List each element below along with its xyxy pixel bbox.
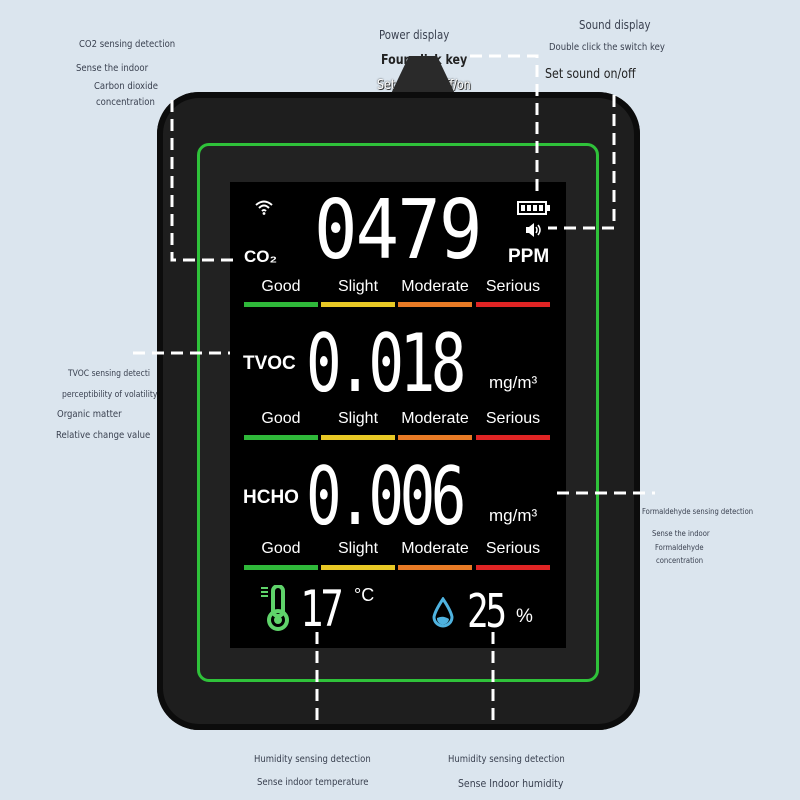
level-bar-slight bbox=[321, 435, 395, 440]
co2-annotation-title: CO2 sensing detection bbox=[79, 39, 176, 50]
temperature-value: 17 bbox=[300, 580, 344, 638]
level-bar-serious bbox=[476, 435, 550, 440]
hcho-annotation-line: Formaldehyde bbox=[655, 543, 704, 552]
level-bar-moderate bbox=[398, 302, 472, 307]
power-callout-line bbox=[470, 54, 539, 198]
sound-annotation-key: Double click the switch key bbox=[549, 42, 665, 53]
level-label-serious: Serious bbox=[485, 540, 541, 557]
level-label-serious: Serious bbox=[485, 410, 541, 427]
humidity-annotation-line: Sense Indoor humidity bbox=[458, 777, 564, 790]
co2-value: 0479 bbox=[314, 183, 483, 278]
sound-annotation-title: Sound display bbox=[579, 18, 651, 32]
hcho-annotation-line: Sense the indoor bbox=[652, 529, 710, 538]
speaker-icon[interactable] bbox=[525, 223, 543, 237]
level-label-moderate: Moderate bbox=[401, 410, 469, 427]
level-bar-moderate bbox=[398, 435, 472, 440]
lcd-screen bbox=[230, 182, 566, 648]
level-bar-serious bbox=[476, 565, 550, 570]
hcho-annotation-line: concentration bbox=[656, 556, 704, 565]
level-label-serious: Serious bbox=[485, 278, 541, 295]
co2-callout-line bbox=[170, 100, 240, 262]
co2-label: CO₂ bbox=[244, 247, 278, 266]
level-label-moderate: Moderate bbox=[401, 278, 469, 295]
hcho-unit: mg/m³ bbox=[489, 506, 538, 525]
level-bar-good bbox=[244, 302, 318, 307]
sound-callout-line bbox=[548, 95, 616, 230]
temperature-annotation-title: Humidity sensing detection bbox=[254, 754, 371, 765]
co2-annotation-line: Carbon dioxide bbox=[94, 81, 159, 92]
temperature-unit: °C bbox=[354, 585, 375, 605]
battery-icon bbox=[517, 201, 550, 215]
co2-unit: PPM bbox=[508, 246, 550, 267]
level-label-slight: Slight bbox=[337, 410, 379, 427]
level-bar-good bbox=[244, 565, 318, 570]
tvoc-annotation-line: Relative change value bbox=[56, 430, 151, 441]
humidity-unit: % bbox=[516, 606, 533, 627]
temperature-annotation-line: Sense indoor temperature bbox=[257, 777, 369, 788]
level-bar-slight bbox=[321, 302, 395, 307]
water-drop-icon bbox=[432, 597, 454, 628]
level-bar-good bbox=[244, 435, 318, 440]
level-bar-slight bbox=[321, 565, 395, 570]
level-bar-moderate bbox=[398, 565, 472, 570]
power-annotation-title: Power display bbox=[379, 28, 450, 42]
sound-annotation-action: Set sound on/off bbox=[545, 67, 636, 82]
level-label-good: Good bbox=[261, 410, 301, 427]
co2-annotation-line: concentration bbox=[96, 97, 155, 108]
level-label-good: Good bbox=[261, 278, 301, 295]
hcho-annotation-title: Formaldehyde sensing detection bbox=[642, 507, 754, 516]
tvoc-label: TVOC bbox=[243, 353, 296, 374]
tvoc-annotation-line: perceptibility of volatility bbox=[62, 390, 158, 400]
hcho-value: 0.006 bbox=[306, 450, 466, 543]
tvoc-value: 0.018 bbox=[306, 317, 466, 410]
thermometer-icon bbox=[261, 585, 289, 631]
tvoc-unit: mg/m³ bbox=[489, 373, 538, 392]
wifi-icon bbox=[255, 200, 273, 215]
level-label-good: Good bbox=[261, 540, 301, 557]
level-label-slight: Slight bbox=[337, 278, 379, 295]
hcho-label: HCHO bbox=[243, 487, 299, 508]
level-bar-serious bbox=[476, 302, 550, 307]
tvoc-annotation-line: Organic matter bbox=[57, 409, 122, 420]
humidity-value: 25 bbox=[467, 584, 507, 638]
level-label-moderate: Moderate bbox=[401, 540, 469, 557]
co2-annotation-line: Sense the indoor bbox=[76, 63, 149, 74]
tvoc-annotation-title: TVOC sensing detecti bbox=[68, 369, 150, 379]
humidity-annotation-title: Humidity sensing detection bbox=[448, 754, 565, 765]
level-label-slight: Slight bbox=[337, 540, 379, 557]
